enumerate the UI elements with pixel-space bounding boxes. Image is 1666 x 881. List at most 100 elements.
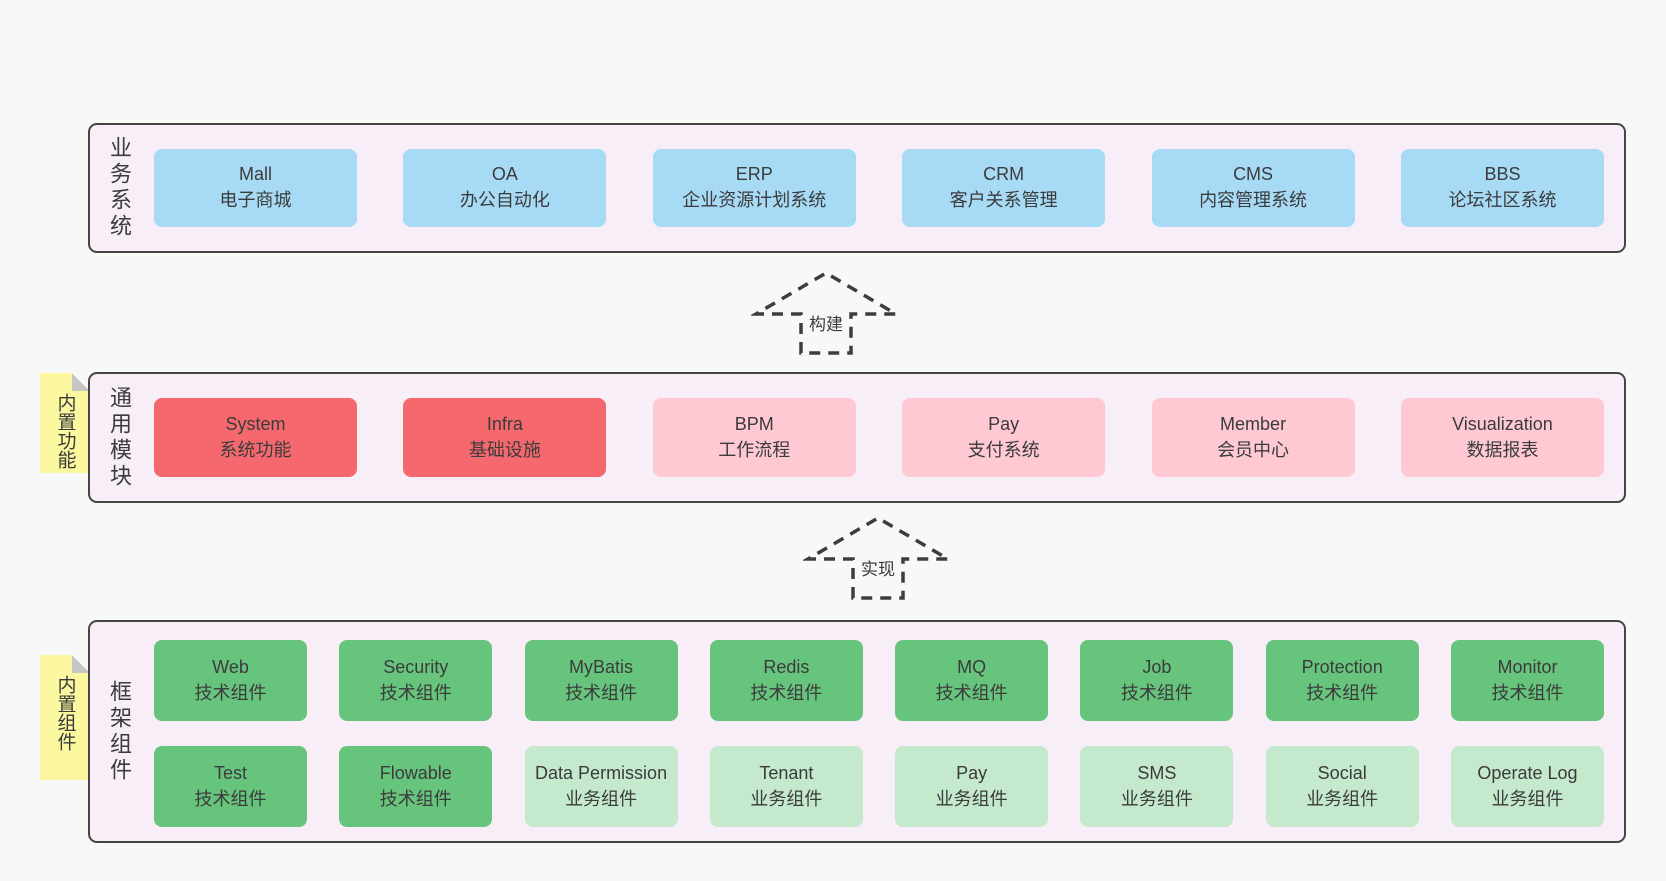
node-name: Redis [763, 656, 810, 677]
node-desc: 技术组件 [194, 788, 267, 809]
box-protection: Protection 技术组件 [1265, 640, 1419, 721]
box-job: Job 技术组件 [1080, 640, 1234, 721]
box-sms: SMS 业务组件 [1080, 746, 1234, 827]
node-desc: 业务组件 [1491, 788, 1564, 809]
node-desc: 技术组件 [379, 788, 452, 809]
box-row: System 系统功能 Infra 基础设施 BPM 工作流程 Pay 支付系统… [154, 398, 1604, 477]
node-desc: 业务组件 [1306, 788, 1379, 809]
box-pay: Pay 支付系统 [902, 398, 1106, 477]
node-desc: 电子商城 [219, 190, 292, 210]
box-bbs: BBS 论坛社区系统 [1400, 149, 1604, 227]
box-tenant: Tenant 业务组件 [709, 746, 863, 827]
node-desc: 企业资源计划系统 [682, 190, 827, 210]
box-cms: CMS 内容管理系统 [1151, 149, 1355, 227]
box-crm: CRM 客户关系管理 [902, 149, 1106, 227]
node-name: MQ [957, 656, 987, 677]
node-desc: 技术组件 [379, 682, 452, 703]
arrow-label: 构建 [805, 309, 847, 336]
node-desc: 技术组件 [935, 682, 1008, 703]
box-web: Web 技术组件 [154, 640, 307, 721]
box-row: Web 技术组件 Security 技术组件 MyBatis 技术组件 Redi… [154, 640, 1604, 721]
box-row: Mall 电子商城 OA 办公自动化 ERP 企业资源计划系统 CRM 客户关系… [154, 149, 1604, 227]
box-data-permission: Data Permission 业务组件 [524, 746, 678, 827]
box-bpm: BPM 工作流程 [652, 398, 856, 477]
node-desc: 技术组件 [1306, 682, 1379, 703]
box-mq: MQ 技术组件 [895, 640, 1049, 721]
node-name: Protection [1301, 656, 1383, 677]
note-fold-corner [72, 373, 90, 391]
node-name: Pay [956, 762, 988, 783]
box-pay-component: Pay 业务组件 [895, 746, 1049, 827]
section-label: 通用模块 [107, 385, 132, 490]
section-framework-components: 框架组件 Web 技术组件 Security 技术组件 MyBatis 技术组件… [88, 620, 1626, 843]
node-name: Security [383, 656, 449, 677]
section-label: 业务系统 [107, 136, 132, 240]
box-test: Test 技术组件 [154, 746, 307, 827]
dashed-up-arrow-shape [751, 270, 901, 355]
box-member: Member 会员中心 [1151, 398, 1355, 477]
node-name: Infra [486, 413, 523, 434]
box-mall: Mall 电子商城 [154, 149, 357, 227]
node-desc: 业务组件 [1120, 788, 1193, 809]
node-name: Web [212, 656, 249, 677]
node-name: Monitor [1497, 656, 1558, 677]
node-name: CRM [983, 164, 1025, 185]
box-visualization: Visualization 数据报表 [1400, 398, 1604, 477]
node-name: BBS [1484, 164, 1521, 185]
node-name: Mall [238, 164, 272, 185]
node-desc: 内容管理系统 [1199, 190, 1308, 210]
node-name: BPM [734, 413, 774, 434]
node-name: MyBatis [569, 656, 634, 677]
node-desc: 支付系统 [967, 439, 1040, 460]
node-desc: 客户关系管理 [949, 190, 1058, 210]
node-desc: 业务组件 [565, 788, 638, 809]
node-name: OA [491, 164, 518, 185]
arrow-build: 构建 [751, 270, 901, 355]
node-name: Visualization [1452, 413, 1553, 434]
box-security: Security 技术组件 [339, 640, 493, 721]
node-name: Test [213, 762, 247, 783]
node-desc: 系统功能 [219, 439, 292, 460]
node-desc: 业务组件 [750, 788, 823, 809]
box-operate-log: Operate Log 业务组件 [1450, 746, 1604, 827]
box-flowable: Flowable 技术组件 [339, 746, 493, 827]
node-name: ERP [735, 164, 773, 185]
node-name: Pay [988, 413, 1020, 434]
node-name: Job [1142, 656, 1172, 677]
node-desc: 技术组件 [1120, 682, 1193, 703]
node-name: Tenant [759, 762, 814, 783]
node-desc: 办公自动化 [459, 190, 550, 210]
node-name: Operate Log [1477, 762, 1578, 783]
node-desc: 论坛社区系统 [1448, 190, 1557, 210]
box-infra: Infra 基础设施 [403, 398, 607, 477]
box-system: System 系统功能 [154, 398, 357, 477]
node-desc: 技术组件 [565, 682, 638, 703]
node-desc: 技术组件 [750, 682, 823, 703]
box-erp: ERP 企业资源计划系统 [652, 149, 856, 227]
node-name: Member [1220, 413, 1287, 434]
box-redis: Redis 技术组件 [709, 640, 863, 721]
arrow-label: 实现 [857, 554, 899, 581]
box-social: Social 业务组件 [1265, 746, 1419, 827]
arrow-implement: 实现 [803, 515, 953, 600]
box-mybatis: MyBatis 技术组件 [524, 640, 678, 721]
dashed-up-arrow-shape [803, 515, 953, 600]
node-desc: 数据报表 [1466, 439, 1539, 460]
node-desc: 基础设施 [468, 439, 541, 460]
node-desc: 技术组件 [1491, 682, 1564, 703]
node-name: Flowable [379, 762, 452, 783]
box-oa: OA 办公自动化 [403, 149, 607, 227]
node-name: CMS [1233, 164, 1274, 185]
node-desc: 会员中心 [1217, 439, 1290, 460]
note-fold-corner [72, 655, 90, 673]
box-row: Test 技术组件 Flowable 技术组件 Data Permission … [154, 746, 1604, 827]
sticky-note-builtin-features: 内置功能 [40, 373, 90, 473]
node-desc: 技术组件 [194, 682, 267, 703]
note-text: 内置组件 [54, 675, 76, 751]
node-desc: 业务组件 [935, 788, 1008, 809]
section-business-systems: 业务系统 Mall 电子商城 OA 办公自动化 ERP 企业资源计划系统 CRM… [88, 123, 1626, 253]
note-text: 内置功能 [54, 393, 76, 469]
section-label: 框架组件 [107, 679, 132, 784]
node-name: SMS [1137, 762, 1177, 783]
box-monitor: Monitor 技术组件 [1450, 640, 1604, 721]
